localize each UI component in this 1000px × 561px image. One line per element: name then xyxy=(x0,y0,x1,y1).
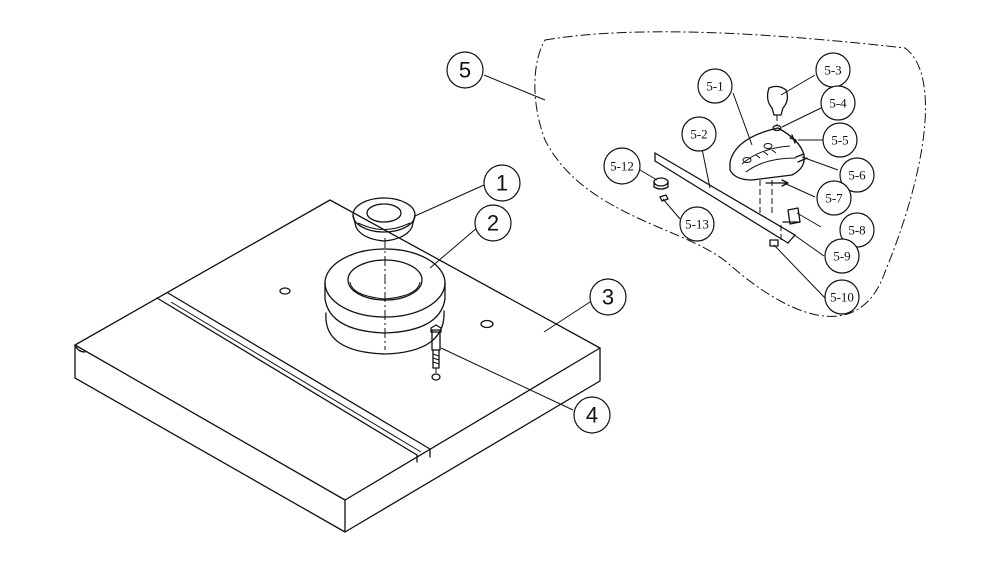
callout-5-13: 5-13 xyxy=(679,206,715,242)
svg-text:2: 2 xyxy=(487,211,499,236)
svg-text:5-12: 5-12 xyxy=(610,159,634,174)
bolt xyxy=(430,324,442,381)
small-ring xyxy=(352,197,416,242)
callout-5-7: 5-7 xyxy=(816,180,852,216)
svg-text:5-9: 5-9 xyxy=(833,249,850,264)
table-board xyxy=(74,199,601,533)
callout-1: 1 xyxy=(483,164,521,202)
callout-5-9: 5-9 xyxy=(824,238,860,274)
callout-4: 4 xyxy=(573,396,611,434)
callout-5: 5 xyxy=(446,51,484,89)
svg-text:5-10: 5-10 xyxy=(830,290,854,305)
callout-5-12: 5-12 xyxy=(603,147,641,185)
svg-text:1: 1 xyxy=(496,171,508,196)
svg-text:5-2: 5-2 xyxy=(690,127,707,142)
svg-text:5-1: 5-1 xyxy=(706,79,723,94)
svg-text:5-6: 5-6 xyxy=(848,168,866,183)
svg-text:5-13: 5-13 xyxy=(685,217,709,232)
callout-3: 3 xyxy=(589,278,627,316)
svg-text:3: 3 xyxy=(602,285,614,310)
callout-5-3: 5-3 xyxy=(815,52,851,88)
svg-text:5-8: 5-8 xyxy=(848,223,865,238)
callout-5-10: 5-10 xyxy=(824,279,860,315)
callout-5-4: 5-4 xyxy=(820,85,856,121)
svg-text:5-3: 5-3 xyxy=(824,63,841,78)
svg-text:5-5: 5-5 xyxy=(831,133,848,148)
svg-text:5-7: 5-7 xyxy=(825,191,843,206)
callout-2: 2 xyxy=(474,204,512,242)
callout-5-6: 5-6 xyxy=(839,157,875,193)
callout-5-2: 5-2 xyxy=(681,116,717,152)
svg-text:5-4: 5-4 xyxy=(829,96,847,111)
leader-lines xyxy=(414,74,839,411)
callout-5-8: 5-8 xyxy=(839,212,875,248)
svg-text:4: 4 xyxy=(586,403,598,428)
miter-gauge-assembly xyxy=(653,85,808,247)
callout-5-1: 5-1 xyxy=(697,68,733,104)
detail-boundary xyxy=(534,31,926,317)
callout-5-5: 5-5 xyxy=(822,122,858,158)
svg-text:5: 5 xyxy=(459,58,471,83)
